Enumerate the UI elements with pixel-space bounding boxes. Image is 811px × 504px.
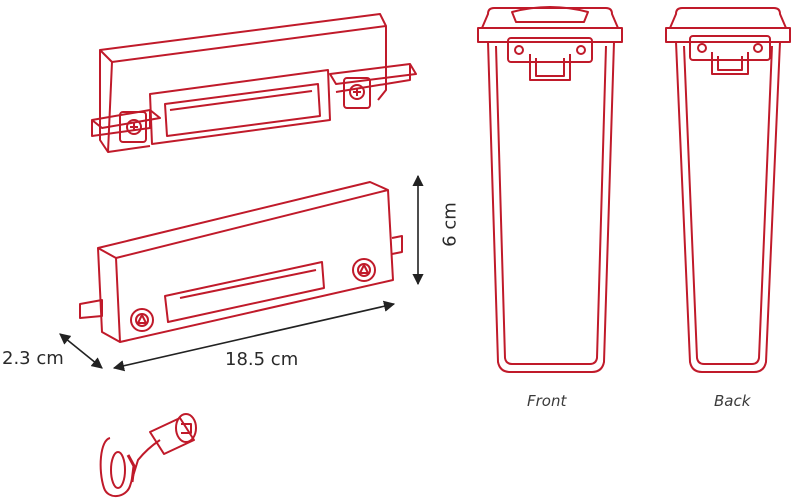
dimension-lines: [59, 174, 424, 372]
height-dimension-label: 6 cm: [439, 202, 461, 247]
front-caption: Front: [527, 392, 567, 410]
container-front-icon: [477, 6, 623, 373]
bracket-bottom-icon: [79, 181, 403, 343]
key-icon: [99, 413, 197, 497]
bracket-top-icon: [91, 13, 417, 153]
container-back-icon: [665, 7, 791, 373]
back-caption: Back: [714, 392, 751, 410]
depth-dimension-label: 2.3 cm: [2, 348, 64, 369]
width-dimension-label: 18.5 cm: [225, 349, 299, 370]
